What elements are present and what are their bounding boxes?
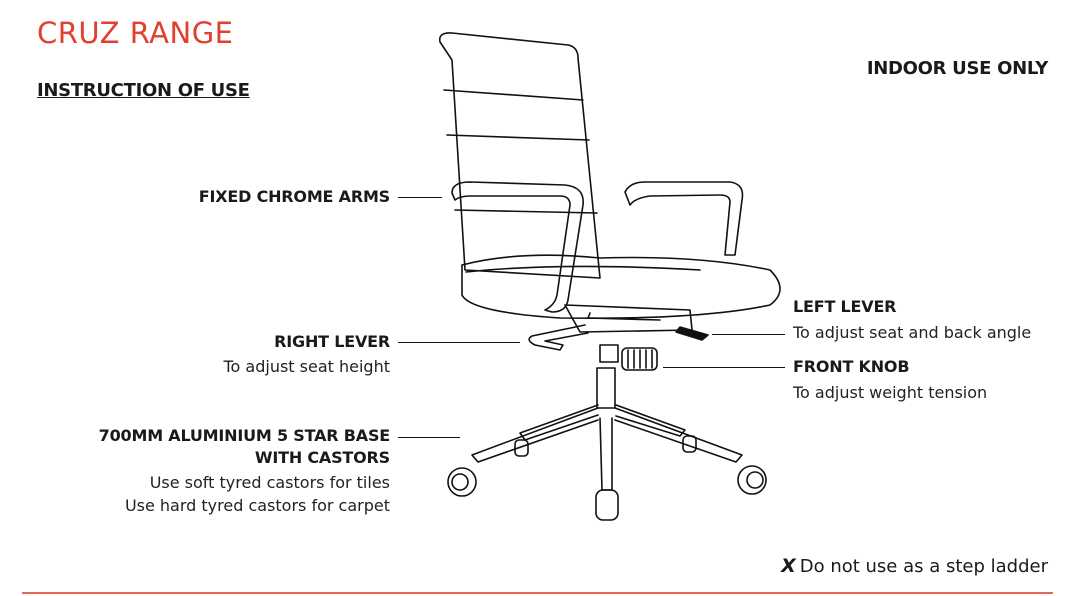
warning-text: Do not use as a step ladder bbox=[799, 556, 1048, 577]
left-lever-label: LEFT LEVER bbox=[793, 297, 897, 316]
base-leader-line bbox=[398, 437, 460, 439]
base-label-line1: 700MM ALUMINIUM 5 STAR BASE bbox=[98, 426, 391, 445]
fixed-chrome-arms-label: FIXED CHROME ARMS bbox=[198, 187, 390, 206]
left-lever-leader-line bbox=[712, 334, 785, 336]
front-knob-leader-line bbox=[663, 367, 785, 369]
front-knob-desc: To adjust weight tension bbox=[793, 383, 988, 402]
front-knob-label: FRONT KNOB bbox=[793, 357, 910, 376]
right-lever-desc: To adjust seat height bbox=[223, 357, 390, 376]
x-mark-icon: X bbox=[781, 555, 796, 577]
indoor-use-notice: INDOOR USE ONLY bbox=[866, 58, 1048, 79]
footer-divider bbox=[22, 592, 1053, 594]
right-lever-label: RIGHT LEVER bbox=[274, 332, 390, 351]
arms-leader-line bbox=[398, 197, 442, 199]
page-title: CRUZ RANGE bbox=[37, 16, 234, 50]
section-heading: INSTRUCTION OF USE bbox=[37, 80, 250, 101]
left-lever-desc: To adjust seat and back angle bbox=[793, 323, 1032, 342]
right-lever-leader-line bbox=[398, 342, 520, 344]
base-desc-line1: Use soft tyred castors for tiles bbox=[149, 473, 390, 492]
base-desc-line2: Use hard tyred castors for carpet bbox=[124, 496, 390, 515]
base-label-line2: WITH CASTORS bbox=[254, 448, 390, 467]
